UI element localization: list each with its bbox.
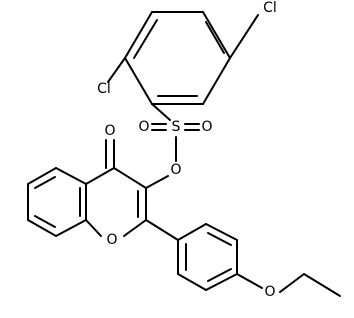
bond xyxy=(303,273,341,297)
atom-label-cl-top: Cl xyxy=(263,0,277,16)
atom-label-o-sulfonyl-right: O xyxy=(201,119,212,135)
bond xyxy=(229,14,259,59)
bond xyxy=(85,219,102,237)
bond xyxy=(85,167,115,185)
bond xyxy=(177,223,207,241)
bond xyxy=(55,219,87,237)
bond xyxy=(124,57,153,105)
bond xyxy=(27,219,57,237)
bond xyxy=(202,11,231,59)
bond xyxy=(236,273,263,289)
bond xyxy=(279,273,305,293)
atom-label-o-ring: O xyxy=(106,232,117,248)
bond-layer xyxy=(27,11,341,297)
bond xyxy=(27,167,57,185)
bond xyxy=(202,57,231,105)
atom-label-o-ester: O xyxy=(170,162,181,178)
bond xyxy=(34,176,56,189)
atom-label-layer: Cl Cl O S O O O O O xyxy=(97,0,277,300)
bond xyxy=(207,268,232,282)
bond xyxy=(205,273,238,291)
bond xyxy=(205,21,225,54)
bond xyxy=(145,175,169,189)
bond xyxy=(133,19,158,59)
bond xyxy=(107,57,126,83)
bond xyxy=(177,273,207,291)
atom-label-o-carbonyl: O xyxy=(104,123,115,139)
bond xyxy=(113,167,147,189)
bond xyxy=(205,223,238,241)
bond xyxy=(207,232,232,246)
bond xyxy=(124,11,153,59)
bond xyxy=(34,215,56,228)
bond xyxy=(123,219,147,237)
atom-label-s-sulfur: S xyxy=(172,119,181,135)
atom-label-o-ether: O xyxy=(264,284,275,300)
atom-label-cl-left: Cl xyxy=(97,81,111,97)
atom-label-o-sulfonyl-left: O xyxy=(138,119,149,135)
bond xyxy=(145,219,179,241)
bond xyxy=(151,103,171,121)
bond xyxy=(55,167,87,185)
